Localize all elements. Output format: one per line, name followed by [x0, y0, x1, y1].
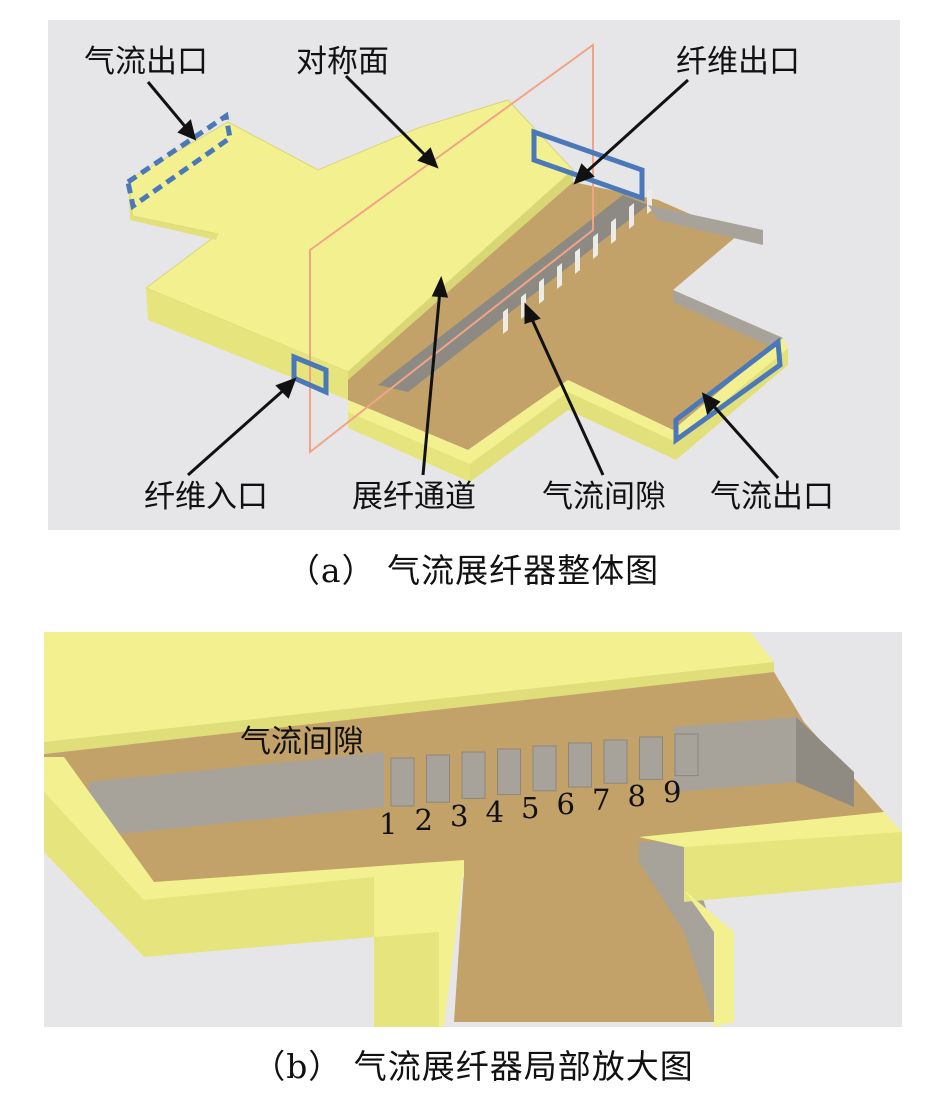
zoom-wall-left: [89, 752, 384, 837]
top-plate-edge: [44, 662, 774, 754]
caption-zoomed-view: （b） 气流展纤器局部放大图: [252, 1047, 694, 1086]
zoom-wall-right-back: [796, 717, 854, 807]
leader-arrows: [146, 74, 780, 479]
right-outlet-outline: [673, 337, 783, 445]
gap-posts: [390, 733, 699, 807]
gap-number-9: 9: [663, 775, 681, 809]
airflow-gap-slit: [647, 188, 652, 214]
right-wall: [648, 205, 763, 245]
gap-post: [568, 742, 592, 788]
gap-number-1: 1: [379, 807, 397, 841]
top-fiber-outlet-outline: [531, 128, 645, 202]
gap-post: [532, 745, 557, 792]
left-arm-side: [128, 180, 218, 240]
lower-rim-side-2: [470, 348, 788, 482]
label-symmetry-plane: 对称面: [296, 44, 389, 80]
gap-number-2: 2: [415, 803, 433, 837]
airflow-gap-slit: [503, 308, 508, 334]
airflow-gap-slit: [629, 203, 634, 229]
airflow-gap-slit: [575, 248, 580, 274]
zoom-rim-arm-right: [684, 890, 734, 1027]
zoom-rim-left-side: [44, 792, 144, 957]
airflow-gap-slit: [539, 278, 544, 304]
gap-post: [426, 754, 450, 803]
label-airflow-outlet-right: 气流出口: [710, 479, 834, 515]
top-plate: [44, 632, 774, 742]
gap-post: [390, 757, 415, 807]
zoom-rim-right-side: [684, 832, 902, 902]
airflow-gap-slit: [611, 218, 616, 244]
zoom-rim-arm-left-side: [374, 932, 439, 1027]
gap-post: [639, 736, 663, 780]
label-fiber-outlet: 纤维出口: [676, 44, 800, 80]
overall-view-drawing: 气流出口 对称面 纤维出口 纤维入口 展纤通道 气流间隙 气流出口: [84, 43, 834, 515]
label-spreading-channel: 展纤通道: [352, 479, 476, 515]
caption-overall-view: （a） 气流展纤器整体图: [286, 551, 660, 590]
gap-post: [497, 748, 521, 796]
zoom-wall-right: [674, 717, 796, 792]
lower-rim-side: [348, 412, 470, 482]
fiber-inlet-outline: [291, 353, 329, 396]
gap-number-8: 8: [628, 779, 646, 813]
gap-number-5: 5: [521, 791, 539, 825]
zoom-rim-bottom-front: [144, 877, 374, 957]
upper-block-side: [146, 288, 348, 400]
gap-post: [603, 739, 628, 784]
label-airflow-outlet-left: 气流出口: [84, 44, 208, 80]
airflow-gaps: [503, 188, 652, 334]
label-fiber-inlet: 纤维入口: [144, 479, 268, 515]
gap-post: [674, 733, 699, 777]
gap-number-3: 3: [450, 799, 468, 833]
gap-number-6: 6: [557, 787, 575, 821]
overall-view-panel: 气流出口 对称面 纤维出口 纤维入口 展纤通道 气流间隙 气流出口: [48, 20, 900, 530]
gap-number-7: 7: [592, 783, 610, 817]
airflow-gap-slit: [557, 263, 562, 289]
gap-number-4: 4: [486, 795, 504, 829]
airflow-gap-slit: [593, 233, 598, 259]
right-arm-wall: [673, 290, 783, 350]
label-airflow-gap-zoom: 气流间隙: [240, 724, 364, 760]
gap-post: [461, 751, 486, 799]
upper-block-edge: [348, 170, 573, 382]
channel-floor: [348, 182, 783, 450]
label-airflow-gap: 气流间隙: [542, 479, 666, 515]
